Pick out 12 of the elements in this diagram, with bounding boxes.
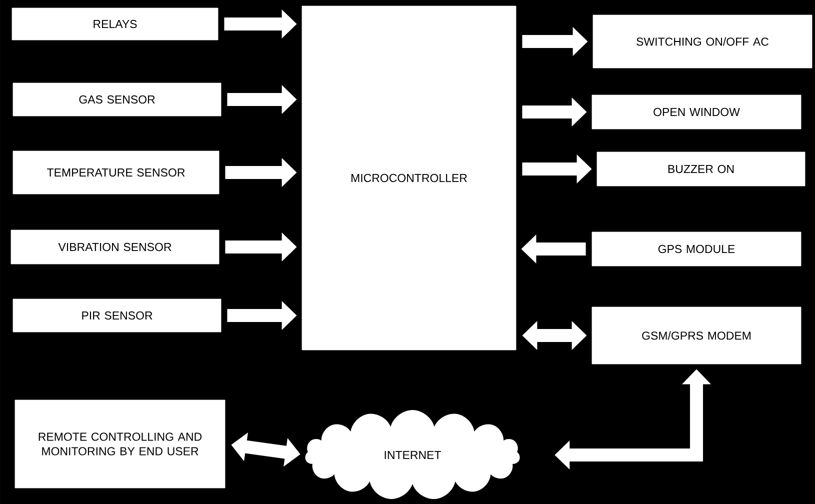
box: VIBRATION SENSOR [10,230,220,264]
box: REMOTE CONTROLLING AND MONITORING BY END USER [14,400,226,488]
box: GAS SENSOR [12,82,222,116]
box: SWITCHING ON/OFF AC [592,14,812,68]
box: BUZZER ON [596,152,806,186]
box: PIR SENSOR [12,298,222,332]
box: GSM/GPRS MODEM [592,306,802,364]
box: TEMPERATURE SENSOR [12,150,220,194]
controller-box: MICROCONTROLLER [302,6,516,350]
box: GPS MODULE [592,232,802,266]
box: OPEN WINDOW [592,94,802,130]
box: RELAYS [12,8,218,40]
